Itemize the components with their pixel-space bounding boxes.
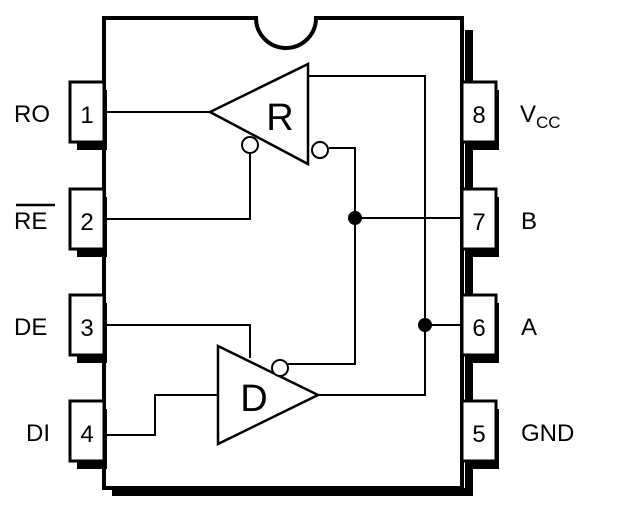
pin-1: 1 <box>68 80 107 150</box>
driver-label: D <box>240 378 267 420</box>
pin-1-number: 1 <box>80 102 93 129</box>
pin-2-number: 2 <box>80 209 93 236</box>
pin-2: 2 <box>68 187 107 257</box>
pin-6: 6 <box>460 293 499 363</box>
pin-7: 7 <box>460 187 499 257</box>
ic-package-body <box>102 16 464 490</box>
pin-8: 8 <box>460 80 499 150</box>
pin-5: 5 <box>460 399 499 469</box>
pin-3-label: DE <box>14 314 47 341</box>
receiver-block: R <box>207 61 329 167</box>
pin-2-label: RE <box>14 208 47 235</box>
pin-6-label: A <box>521 314 537 341</box>
pin-5-label: GND <box>521 420 574 447</box>
pin-1-label: RO <box>14 101 50 128</box>
driver-block: D <box>216 343 321 447</box>
pin-8-label: VCC <box>520 101 561 132</box>
pin-4-number: 4 <box>80 421 93 448</box>
package-shadow <box>112 30 473 496</box>
pin-3: 3 <box>68 293 107 363</box>
pin-8-number: 8 <box>472 102 485 129</box>
pin-7-number: 7 <box>472 209 485 236</box>
pin-4: 4 <box>68 399 107 469</box>
junction-a <box>418 318 432 332</box>
pin-3-number: 3 <box>80 315 93 342</box>
receiver-label: R <box>266 97 293 139</box>
junction-b <box>348 211 362 225</box>
pin-5-number: 5 <box>472 421 485 448</box>
pin-6-number: 6 <box>472 315 485 342</box>
pin-7-label: B <box>521 208 537 235</box>
pin-4-label: DI <box>26 420 50 447</box>
